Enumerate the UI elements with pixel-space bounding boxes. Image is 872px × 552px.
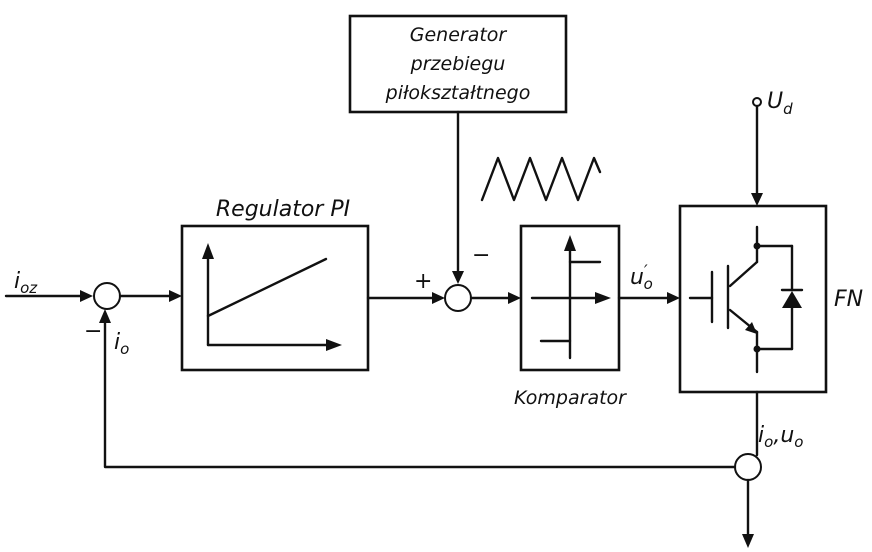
comparator-x-axis-arrow bbox=[595, 292, 611, 304]
svg-text:io,uo: io,uo bbox=[758, 423, 803, 451]
freewheeling-diode-icon bbox=[780, 244, 804, 351]
regulator-x-axis-arrow bbox=[326, 339, 342, 351]
svg-text:u′o: u′o bbox=[630, 261, 653, 293]
current-sensor bbox=[734, 453, 762, 481]
comparator-title: Komparator bbox=[514, 387, 627, 409]
regulator-box bbox=[180, 224, 370, 372]
converter-input-arrowhead bbox=[667, 292, 680, 304]
regulator-y-axis-arrow bbox=[202, 243, 214, 259]
input-reference-label: ioz bbox=[14, 269, 38, 297]
converter-label: FN bbox=[834, 287, 863, 312]
comparator-input-arrowhead bbox=[508, 292, 521, 304]
converter-block: FN bbox=[678, 204, 863, 394]
input-arrowhead bbox=[80, 290, 93, 302]
generator-label-line1: Generator bbox=[410, 24, 508, 46]
regulator-title: Regulator PI bbox=[216, 197, 350, 222]
feedback-label: io bbox=[114, 330, 129, 358]
generator-block: Generator przebiegu piłokształtnego bbox=[348, 14, 568, 114]
svg-text:io: io bbox=[114, 330, 129, 358]
output-label: io,uo bbox=[758, 423, 803, 451]
svg-text:Ud: Ud bbox=[767, 89, 793, 118]
sum1-minus-sign: − bbox=[84, 319, 102, 344]
dc-supply-label: Ud bbox=[767, 89, 793, 118]
output-arrowhead bbox=[742, 534, 754, 548]
dc-supply-arrowhead bbox=[751, 193, 763, 206]
comparator-output-label: u′o bbox=[630, 261, 653, 293]
comparator-block: Komparator bbox=[514, 224, 627, 409]
regulator-characteristic-ramp bbox=[206, 257, 328, 318]
feedback-arrowhead bbox=[99, 309, 111, 323]
regulator-pi-block: Regulator PI bbox=[180, 197, 370, 372]
triangle-wave-icon bbox=[480, 156, 602, 202]
generator-label-line2: przebiegu bbox=[410, 53, 506, 75]
generator-box bbox=[348, 14, 568, 114]
igbt-transistor-icon bbox=[688, 225, 794, 374]
sum2-input-arrowhead bbox=[432, 292, 445, 304]
regulator-input-arrowhead bbox=[169, 290, 182, 302]
svg-text:ioz: ioz bbox=[14, 269, 38, 297]
summing-junction-1 bbox=[93, 282, 121, 310]
generator-label-line3: piłokształtnego bbox=[385, 82, 531, 104]
feedback-path bbox=[103, 318, 737, 469]
comparator-y-axis-arrow bbox=[564, 235, 576, 251]
sum2-plus-sign: + bbox=[414, 269, 432, 294]
summing-junction-2 bbox=[444, 284, 472, 312]
sum2-minus-sign: − bbox=[472, 243, 490, 268]
generator-arrowhead bbox=[452, 271, 464, 284]
